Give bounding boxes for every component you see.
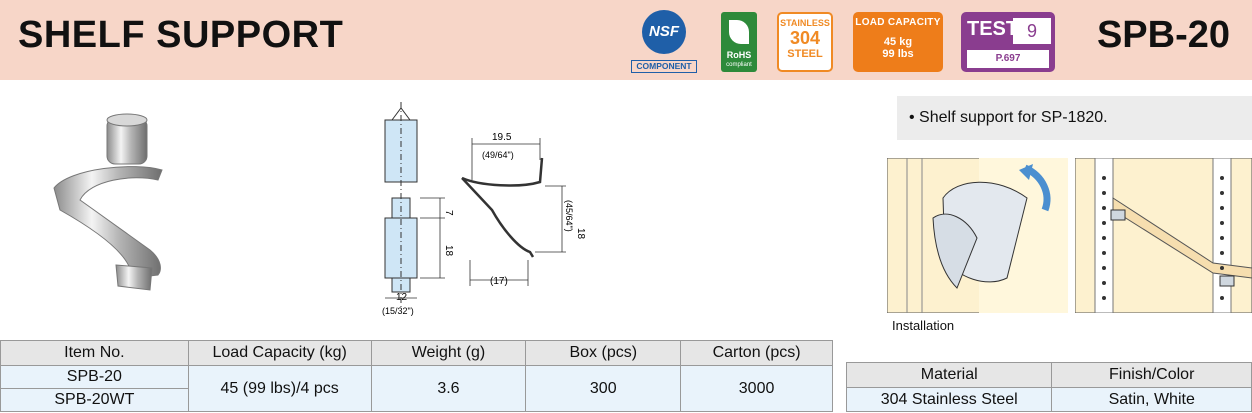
carton-cell: 3000 [680,365,833,412]
dim-7: 7 [443,210,454,216]
load-kg: 45 kg [883,36,913,48]
table-row: 304 Stainless Steel Satin, White [845,387,1252,412]
material-cell: 304 Stainless Steel [845,387,1053,412]
dim-width-in: (49/64") [482,150,514,160]
stainless-steel-badge: STAINLESS 304 STEEL [777,12,833,72]
installation-illustration-2 [1075,158,1252,313]
dim-12: 12 [396,292,408,303]
test-badge: TEST 9 P.697 [961,12,1055,72]
rohs-line1: RoHS [726,50,752,60]
table-row: SPB-20 45 (99 lbs)/4 pcs 3.6 300 3000 [0,365,833,412]
header-weight: Weight (g) [370,340,527,366]
test-page: P.697 [967,50,1049,68]
steel-line1: STAINLESS [780,18,830,28]
item-no-cell: SPB-20 [0,365,189,389]
rohs-line2: compliant [726,62,752,68]
dim-18: 18 [443,245,454,257]
description-box: • Shelf support for SP-1820. [897,96,1252,140]
header-load-capacity: Load Capacity (kg) [187,340,372,366]
steel-line2: 304 [789,28,821,48]
load-lbs: 99 lbs [882,48,914,60]
steel-line3: STEEL [787,48,823,60]
installation-illustration-1 [887,158,1068,313]
dim-12-in: (15/32") [382,306,414,316]
weight-cell: 3.6 [370,365,527,412]
rohs-label: RoHS compliant [721,50,757,70]
nsf-badge: NSF COMPONENT [631,10,697,74]
product-photo [53,113,163,291]
technical-drawing: 19.5 (49/64") 18 (45/64") (17) 7 18 12 (… [382,102,586,316]
nsf-component-label: COMPONENT [631,60,697,73]
table-row: SPB-20WT [0,388,833,412]
dim-width: 19.5 [492,132,512,143]
page-title: SHELF SUPPORT [18,14,344,56]
dim-depth: (17) [490,276,508,287]
header-finish: Finish/Color [1051,362,1252,388]
material-table: Material Finish/Color 304 Stainless Stee… [845,362,1252,412]
header-band: SHELF SUPPORT NSF COMPONENT RoHS complia… [0,0,1252,80]
dim-height: 18 [575,228,586,240]
load-capacity-badge: LOAD CAPACITY 45 kg 99 lbs [853,12,943,72]
header-material: Material [845,362,1053,388]
load-title: LOAD CAPACITY [855,17,941,28]
material-table-header: Material Finish/Color [845,362,1252,388]
item-no-cell: SPB-20WT [0,388,189,412]
rohs-badge: RoHS compliant [721,12,757,72]
leaf-icon [729,20,749,44]
header-carton: Carton (pcs) [680,340,833,366]
model-number: SPB-20 [1096,14,1230,56]
test-number: 9 [1013,18,1051,44]
header-item-no: Item No. [0,340,189,366]
dim-height-in: (45/64") [564,200,574,232]
header-box: Box (pcs) [525,340,682,366]
installation-caption: Installation [892,318,955,333]
spec-table-header: Item No. Load Capacity (kg) Weight (g) B… [0,340,833,366]
load-capacity-cell: 45 (99 lbs)/4 pcs [187,365,372,412]
test-word: TEST [967,18,1019,40]
box-cell: 300 [525,365,682,412]
spec-table: Item No. Load Capacity (kg) Weight (g) B… [0,340,833,412]
nsf-logo-icon: NSF [642,10,686,54]
finish-cell: Satin, White [1051,387,1252,412]
